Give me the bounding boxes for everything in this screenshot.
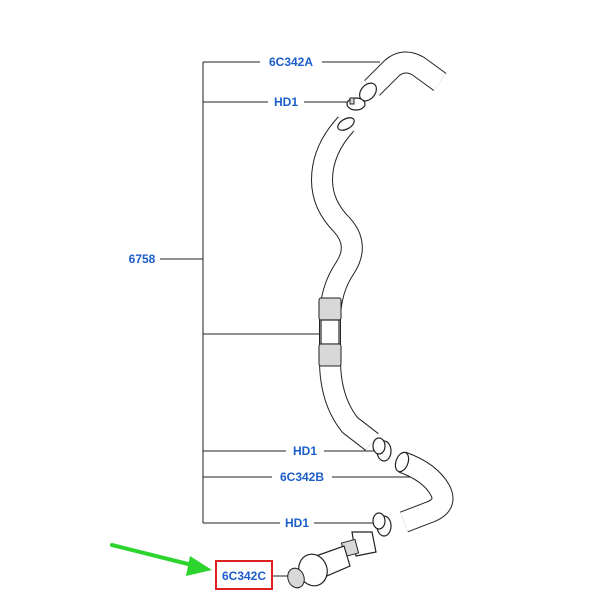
label-hd1-mid[interactable]: HD1	[293, 444, 317, 458]
clamp-mid	[372, 437, 392, 462]
clamp-bottom	[372, 512, 392, 537]
joint-sleeve-lower	[318, 343, 342, 367]
label-6c342b[interactable]: 6C342B	[280, 470, 324, 484]
connector-6c342c	[287, 531, 377, 589]
label-6758[interactable]: 6758	[129, 252, 156, 266]
label-hd1-top[interactable]: HD1	[274, 95, 298, 109]
clamp-top	[346, 97, 366, 111]
label-6c342a[interactable]: 6C342A	[269, 55, 313, 69]
leader-lines	[160, 61, 410, 577]
joint-sleeve-upper	[318, 297, 342, 321]
middle-hose-6c342b	[394, 451, 454, 533]
top-hose-6c342a	[359, 51, 447, 102]
main-hose-6758	[311, 116, 379, 451]
label-hd1-bottom[interactable]: HD1	[285, 516, 309, 530]
pointer-arrow	[110, 543, 212, 576]
joint-coupler	[320, 319, 340, 345]
label-6c342c[interactable]: 6C342C	[222, 569, 266, 583]
highlight-box	[215, 560, 273, 590]
